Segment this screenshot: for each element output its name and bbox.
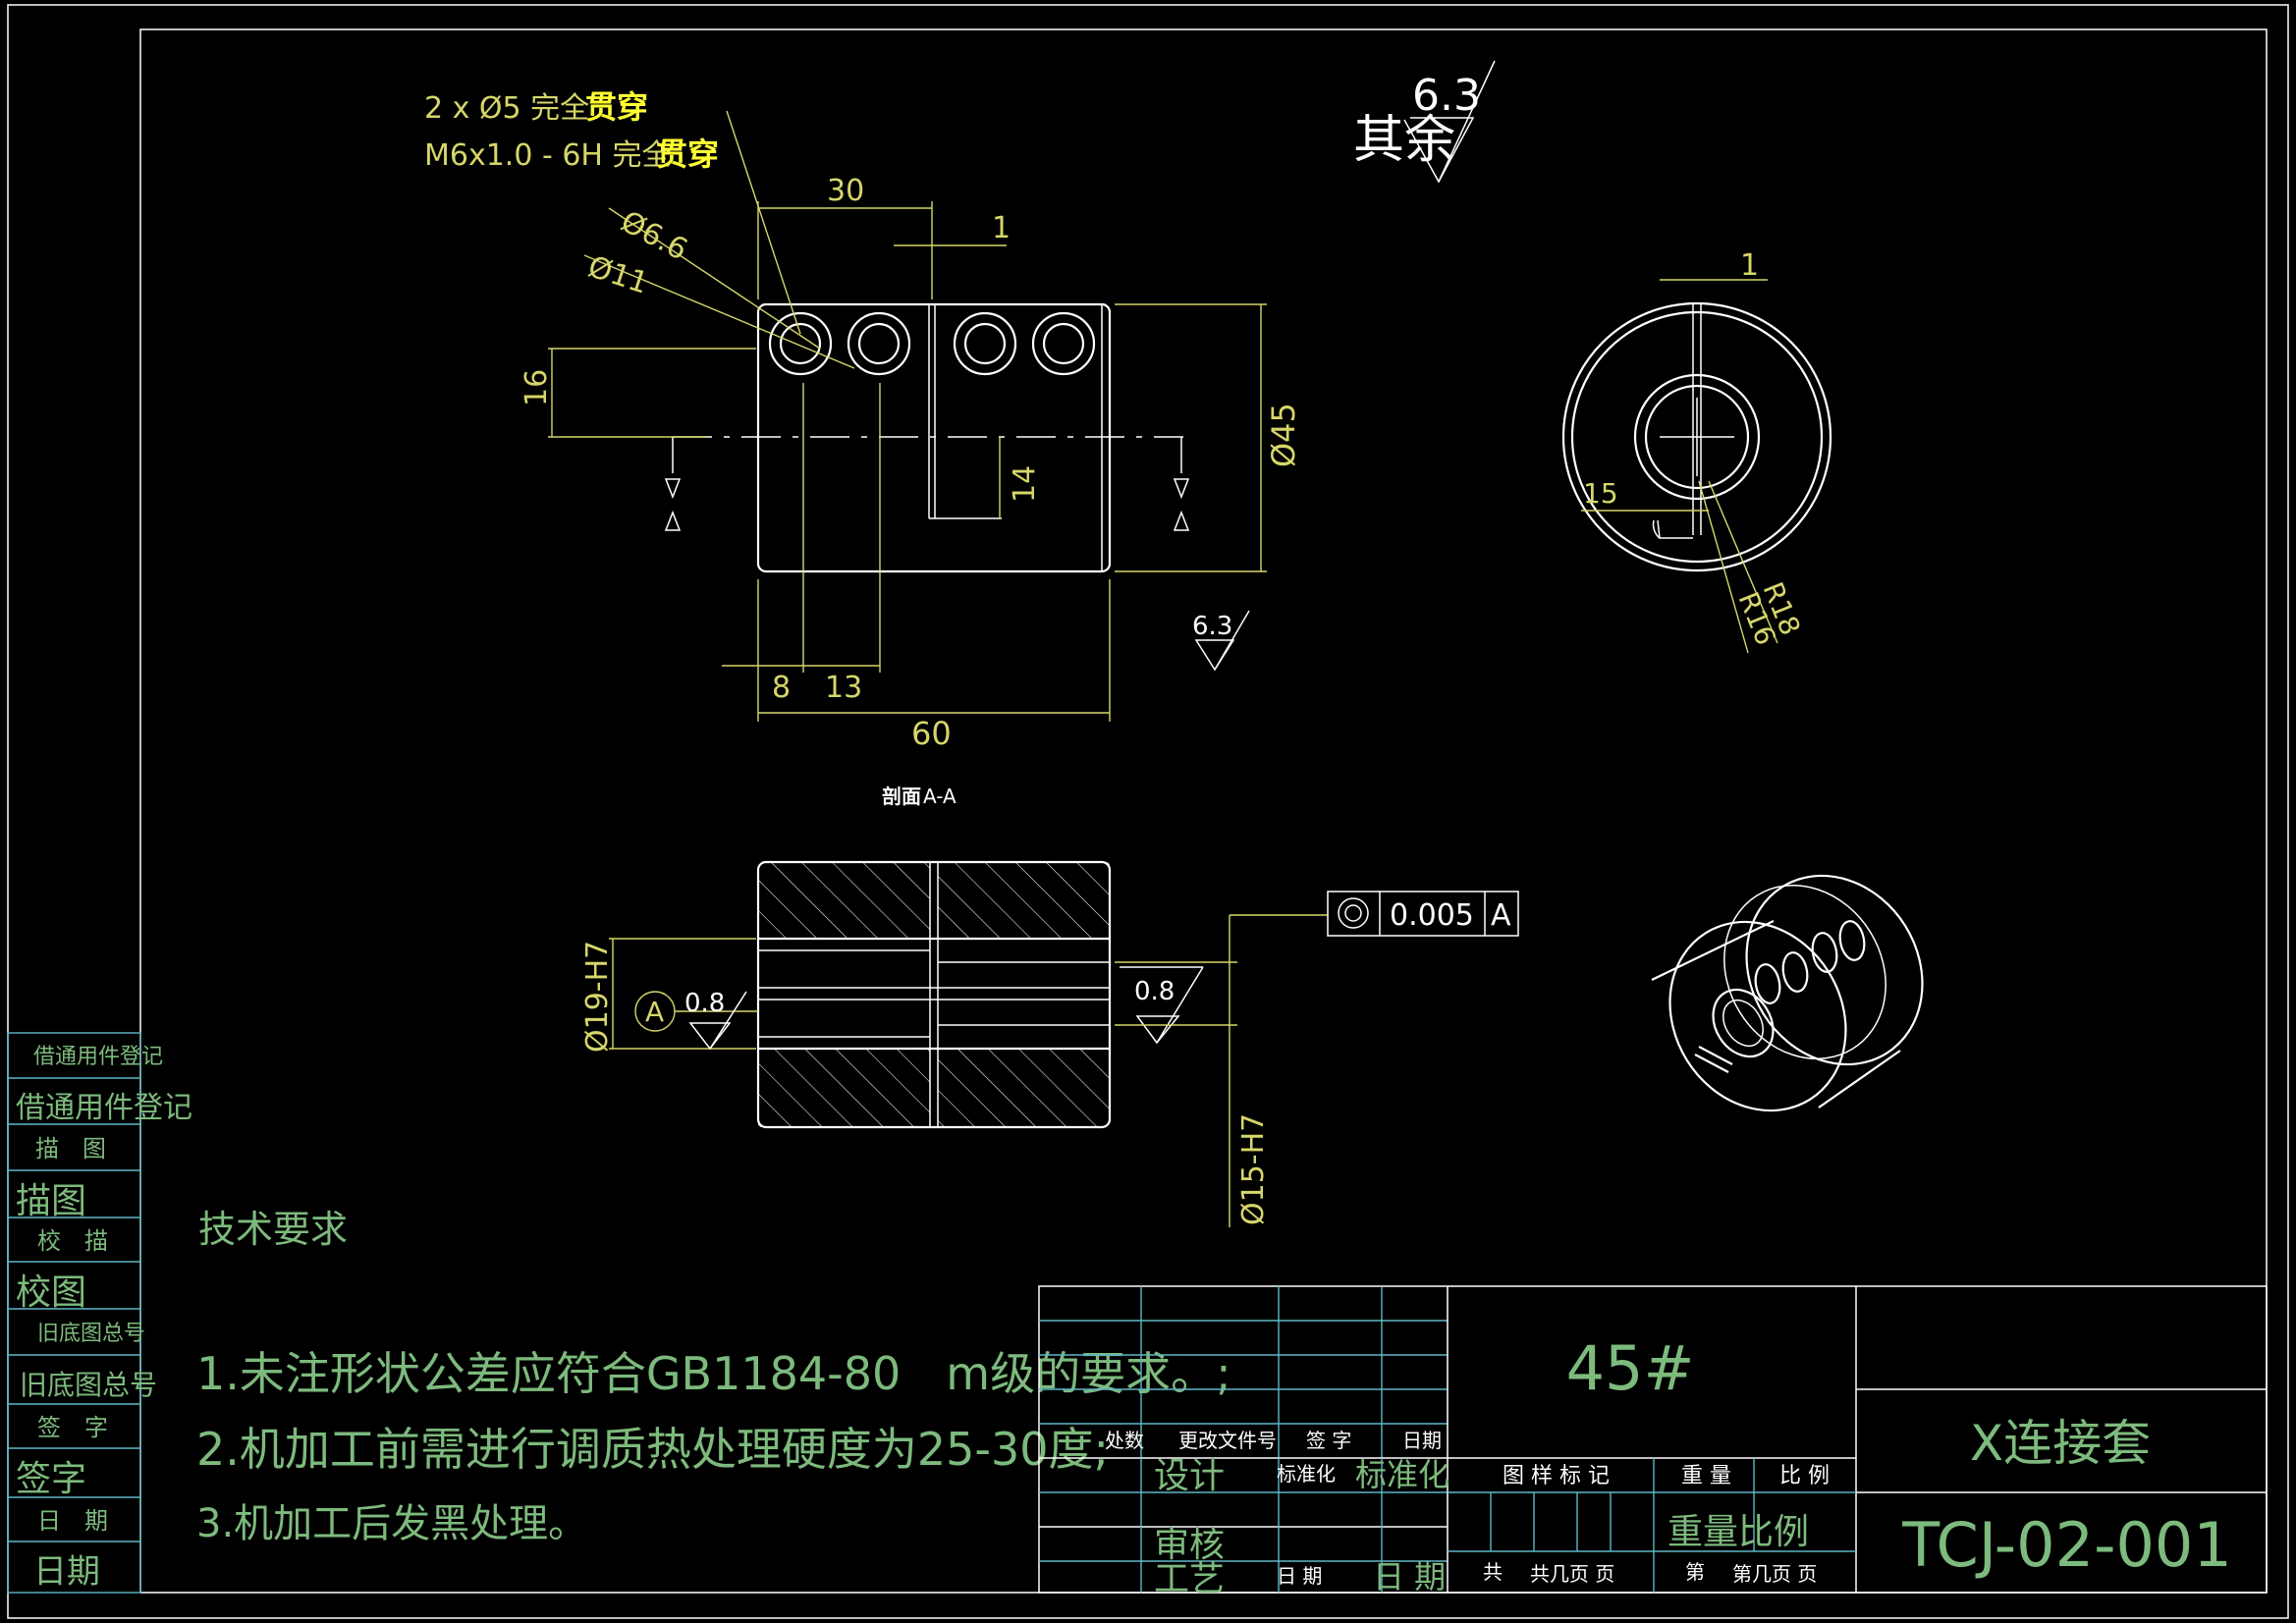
- front-view: 2 x Ø5 完全 贯穿 M6x1.0 - 6H 完全 贯穿 Ø6.6 Ø11 …: [424, 88, 1302, 752]
- callout-thread-prefix: M6x1.0 - 6H 完全: [424, 138, 672, 173]
- tb-sheets-total-small: 共: [1483, 1560, 1503, 1584]
- tb-design: 设计: [1154, 1456, 1225, 1496]
- dim-hole-height: 16: [519, 369, 554, 406]
- callout-thread-bold: 贯穿: [656, 135, 719, 173]
- tb-marks: 图 样 标 记: [1503, 1464, 1610, 1488]
- tb-sheets-total: 共几页 页: [1530, 1562, 1614, 1586]
- concentricity-icon: [1338, 897, 1369, 929]
- drawing-number: TCJ-02-001: [1901, 1509, 2232, 1581]
- tb-sheet-no-small: 第: [1685, 1560, 1705, 1584]
- tb-standard: 标准化: [1355, 1456, 1449, 1493]
- notes-title: 技术要求: [198, 1208, 348, 1251]
- strip-label: 校图: [16, 1272, 86, 1313]
- roughness-bore-left: 0.8: [684, 989, 725, 1018]
- dim-slot-width: 1: [992, 211, 1011, 245]
- material-value: 45#: [1566, 1332, 1695, 1404]
- technical-notes: 技术要求 1.未注形状公差应符合GB1184-80 m级的要求。; 2.机加工前…: [196, 1208, 1231, 1546]
- note-line: 3.机加工后发黑处理。: [196, 1501, 587, 1546]
- strip-label: 日 期: [37, 1507, 108, 1535]
- tb-header: 处数: [1105, 1429, 1144, 1452]
- dim-counterbore: Ø6.6: [615, 204, 692, 267]
- tb-scale: 比 例: [1779, 1464, 1830, 1488]
- tb-header: 签 字: [1306, 1429, 1351, 1452]
- strip-label: 描 图: [35, 1135, 106, 1163]
- dim-slot-depth: 14: [1008, 465, 1042, 503]
- strip-label: 校 描: [37, 1227, 108, 1255]
- tolerance-datum: A: [1491, 898, 1511, 933]
- note-line: 2.机加工前需进行调质热处理硬度为25-30度;: [196, 1423, 1109, 1476]
- strip-label: 旧底图总号: [37, 1322, 145, 1346]
- section-view: 剖面 A-A Ø19-H7 A 0.8 0.8: [580, 784, 1519, 1227]
- strip-label: 旧底图总号: [20, 1369, 157, 1401]
- dim-hole-pos-2: 13: [825, 671, 862, 705]
- dim-hole-pos-1: 8: [772, 671, 791, 705]
- tb-weight-scale: 重量比例: [1667, 1512, 1809, 1552]
- outer-border: [7, 4, 2289, 1619]
- tb-weight: 重 量: [1681, 1464, 1731, 1488]
- left-strip: 借通用件登记 借通用件登记 描 图 描图 校 描 校图 旧底图总号 旧底图总号 …: [7, 1032, 192, 1594]
- dim-bore-small: Ø15-H7: [1236, 1113, 1271, 1225]
- part-name: X连接套: [1970, 1415, 2151, 1472]
- tb-sheet-no: 第几页 页: [1732, 1562, 1817, 1586]
- tb-review: 审核: [1154, 1525, 1225, 1565]
- dim-outer-dia: Ø45: [1265, 403, 1302, 467]
- strip-label: 借通用件登记: [16, 1091, 192, 1125]
- strip-label: 签 字: [37, 1414, 108, 1441]
- title-block: 45# X连接套 TCJ-02-001 处数 更改文件号 签 字 日期 设计 标…: [1038, 1285, 2268, 1599]
- callout-holes-prefix: 2 x Ø5 完全: [424, 91, 589, 126]
- roughness-general-text: 其余: [1353, 111, 1455, 170]
- roughness-bore-right: 0.8: [1134, 977, 1175, 1006]
- dim-slot-offset: 30: [827, 174, 864, 208]
- dim-outer-hole: Ø11: [584, 249, 653, 300]
- tb-standard-small: 标准化: [1277, 1462, 1336, 1486]
- strip-label: 日期: [33, 1552, 100, 1592]
- roughness-side-value: 6.3: [1192, 612, 1232, 641]
- tb-header: 更改文件号: [1178, 1429, 1277, 1452]
- tb-header: 日期: [1402, 1429, 1442, 1452]
- roughness-general-value: 6.3: [1412, 71, 1481, 121]
- dim-bore-big: Ø19-H7: [580, 941, 615, 1053]
- note-line: 1.未注形状公差应符合GB1184-80 m级的要求。;: [196, 1347, 1231, 1400]
- dim-end-slot-width: 1: [1740, 248, 1759, 283]
- strip-label: 借通用件登记: [33, 1045, 163, 1069]
- end-view: 1 15 R18 R16: [1561, 248, 1832, 654]
- datum-symbol: A: [645, 996, 664, 1028]
- section-label-name: A-A: [923, 784, 957, 808]
- section-label-bold: 剖面: [882, 784, 921, 808]
- isometric-view: [1651, 874, 1924, 1112]
- dim-angle: 15: [1583, 477, 1618, 510]
- strip-label: 描图: [16, 1181, 86, 1221]
- general-roughness: 6.3 其余: [1353, 60, 1496, 184]
- tolerance-value: 0.005: [1390, 898, 1474, 933]
- tb-date: 日 期: [1373, 1558, 1446, 1596]
- tb-process: 工艺: [1154, 1559, 1225, 1599]
- callout-holes-bold: 贯穿: [585, 88, 648, 126]
- strip-label: 签字: [16, 1459, 86, 1499]
- tb-date-small: 日 期: [1277, 1564, 1322, 1588]
- dim-length: 60: [911, 715, 952, 752]
